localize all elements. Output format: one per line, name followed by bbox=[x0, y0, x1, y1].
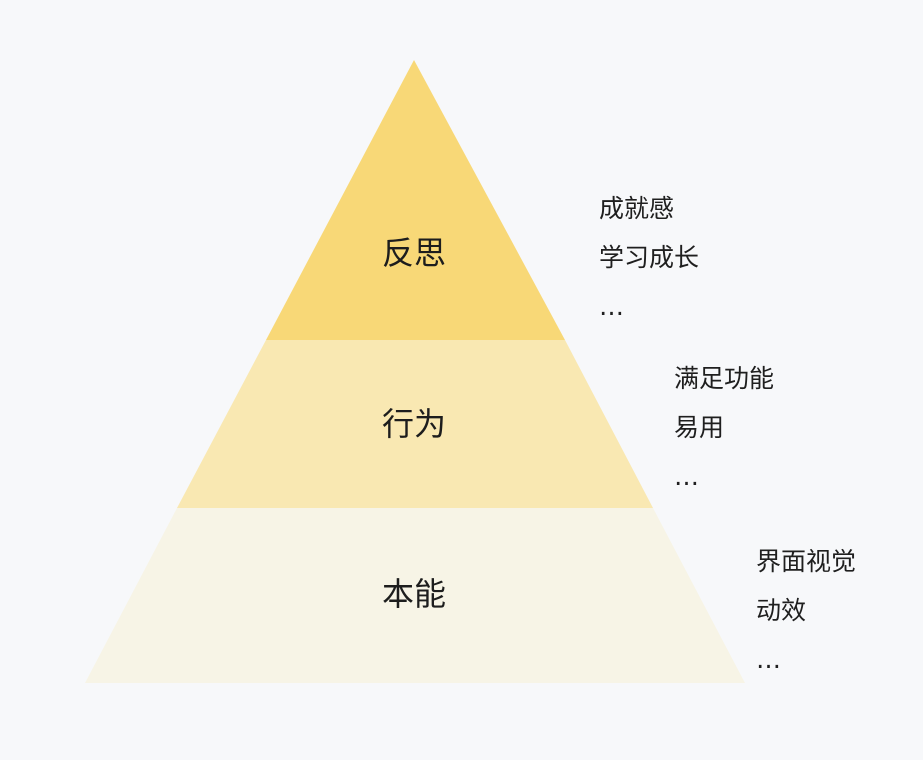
tier-middle-note-1: 满足功能 bbox=[674, 364, 775, 393]
tier-middle-notes: 满足功能 易用 … bbox=[674, 354, 774, 501]
tier-middle-note-2: 易用 bbox=[674, 413, 725, 442]
tier-middle-shape bbox=[177, 340, 653, 508]
tier-bottom-note-1: 界面视觉 bbox=[756, 547, 857, 576]
tier-top-shape bbox=[266, 60, 565, 340]
tier-middle-note-3: … bbox=[674, 462, 699, 491]
tier-top-notes: 成就感 学习成长 … bbox=[599, 184, 699, 331]
tier-bottom-notes: 界面视觉 动效 … bbox=[756, 537, 856, 684]
tier-top-note-3: … bbox=[599, 292, 624, 321]
tier-bottom-shape bbox=[85, 508, 745, 683]
tier-bottom-note-3: … bbox=[756, 645, 781, 674]
tier-top-note-1: 成就感 bbox=[599, 194, 675, 223]
tier-bottom-note-2: 动效 bbox=[756, 596, 807, 625]
tier-bottom-label: 本能 bbox=[382, 575, 446, 613]
tier-top-label: 反思 bbox=[382, 234, 446, 272]
tier-top-note-2: 学习成长 bbox=[599, 243, 700, 272]
tier-middle-label: 行为 bbox=[382, 405, 446, 443]
